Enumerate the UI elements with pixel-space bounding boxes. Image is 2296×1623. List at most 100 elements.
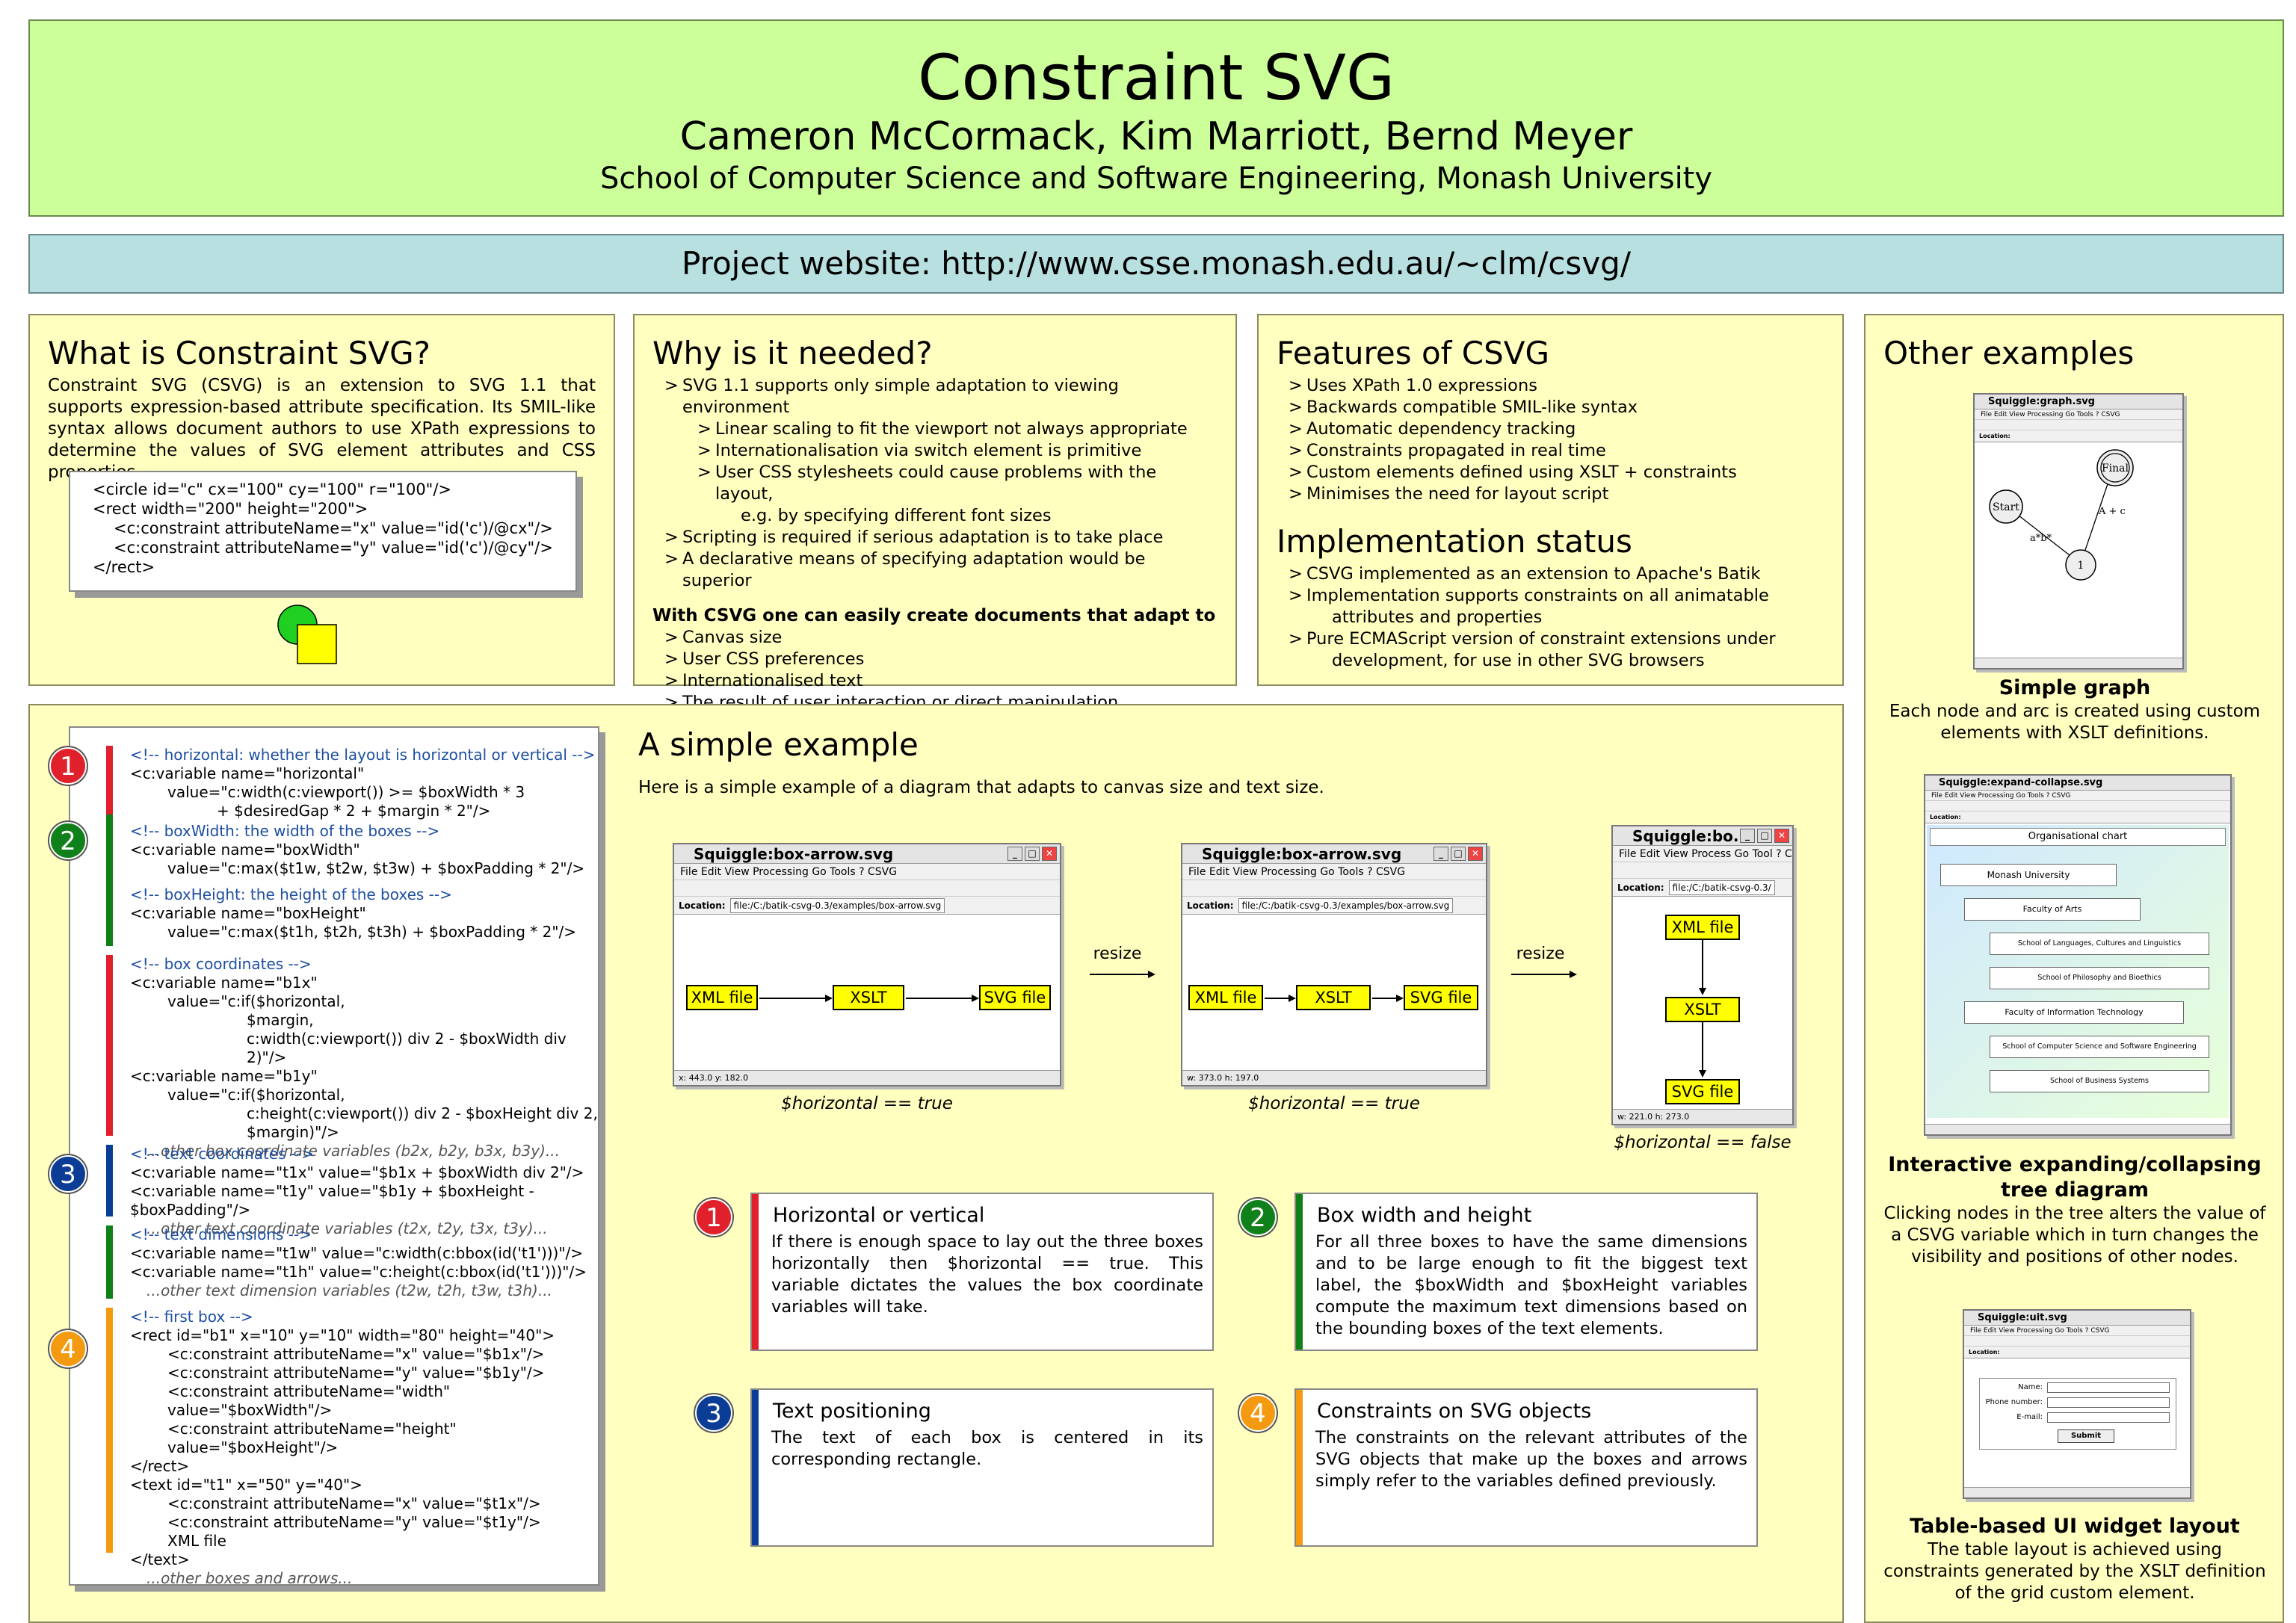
list-item: User CSS preferences [652,649,1218,670]
maximize-icon[interactable]: □ [1451,847,1466,861]
box-arrow-window-3: Squiggle:bo... _ □ ✕ File Edit View Proc… [1611,825,1794,1125]
window-status: x: 443.0 y: 182.0 [674,1070,1060,1085]
other-title: Other examples [1883,335,2135,371]
example-graph: Simple graph Each node and arc is create… [1883,676,2266,744]
maximize-icon[interactable]: □ [1757,829,1772,843]
list-item: Implementation supports constraints on a… [1277,585,1824,628]
graph-window: Squiggle:graph.svg File Edit View Proces… [1973,393,2184,670]
tree-node[interactable]: School of Philosophy and Bioethics [1990,967,2209,989]
window-location: Location:file:/C:/batik-csvg-0.3/ [1613,879,1792,897]
graph-arc-label: a*b* [2030,533,2052,544]
code-block-1: <!-- horizontal: whether the layout is h… [106,746,598,820]
note-text: The constraints on the relevant attribut… [1315,1427,1747,1491]
note-title: Text positioning [773,1400,931,1423]
close-icon[interactable]: ✕ [1774,829,1789,843]
other-panel: Other examples Squiggle:graph.svg File E… [1864,314,2284,1623]
why-title: Why is it needed? [652,335,933,371]
why-list-2: Canvas size User CSS preferences Interna… [652,627,1218,714]
code-block-5: <!-- text dimensions --> <c:variable nam… [106,1217,598,1299]
features-panel: Features of CSVG Uses XPath 1.0 expressi… [1257,314,1844,686]
example-title: Interactive expanding/collapsing tree di… [1888,1153,2262,1202]
close-icon[interactable]: ✕ [1042,847,1057,861]
tree-node[interactable]: School of Computer Science and Software … [1990,1036,2209,1058]
tree-window: Squiggle:expand-collapse.svg File Edit V… [1924,774,2232,1136]
window-location: Location: [1975,430,2182,442]
note-text: For all three boxes to have the same dim… [1315,1231,1747,1338]
list-item-continued: attributes and properties [1332,608,1543,628]
circle-rect-illustration [277,605,337,664]
field-label: Name: [2018,1383,2043,1391]
tree-node[interactable]: School of Languages, Cultures and Lingui… [1990,933,2209,955]
list-item: Internationalisation via switch element … [652,440,1218,462]
list-item: Pure ECMAScript version of constraint ex… [1277,628,1824,672]
phone-input[interactable] [2047,1397,2170,1408]
graph-node-final: Final [2102,463,2129,474]
minimize-icon[interactable]: _ [1434,847,1448,861]
uit-window: Squiggle:uit.svg File Edit View Processi… [1963,1309,2191,1499]
example-tree: Interactive expanding/collapsing tree di… [1883,1152,2266,1268]
code-line: <c:constraint attributeName="x" value="i… [114,519,553,537]
simple-intro: Here is a simple example of a diagram th… [638,778,1324,797]
project-website[interactable]: Project website: http://www.csse.monash.… [28,234,2284,294]
list-item: Linear scaling to fit the viewport not a… [652,418,1218,440]
code-block-4: <!-- text coordinates --> <c:variable na… [106,1136,598,1237]
close-icon[interactable]: ✕ [1468,847,1483,861]
resize-label: resize [1093,945,1142,963]
window-menu: File Edit View Processing Go Tools ? CSV… [1182,864,1486,880]
window-location: Location: [1925,812,2230,823]
note-title: Box width and height [1317,1204,1532,1227]
poster-header: Constraint SVG Cameron McCormack, Kim Ma… [28,19,2284,217]
tree-node[interactable]: School of Business Systems [1990,1070,2209,1092]
note-text: If there is enough space to lay out the … [771,1231,1203,1317]
minimize-icon[interactable]: _ [1007,847,1022,861]
email-input[interactable] [2047,1412,2170,1423]
code-line: <rect width="200" height="200"> [93,500,368,518]
why-subtitle: With CSVG one can easily create document… [652,606,1216,626]
list-item-continued: development, for use in other SVG browse… [1332,651,1705,671]
note-number-2: 2 [1239,1199,1277,1236]
example-desc: Each node and arc is created using custo… [1889,702,2261,743]
note-3: Text positioning The text of each box is… [750,1388,1214,1547]
what-panel: What is Constraint SVG? Constraint SVG (… [28,314,615,686]
step-number-1: 1 [49,747,87,785]
example-uit: Table-based UI widget layout The table l… [1883,1514,2266,1604]
maximize-icon[interactable]: □ [1025,847,1040,861]
impl-title: Implementation status [1277,523,1632,560]
tree-canvas: Organisational chart Monash University F… [1927,825,2229,1118]
note-2: Box width and height For all three boxes… [1294,1193,1758,1351]
list-item: Constraints propagated in real time [1277,440,1824,462]
window-status: w: 373.0 h: 197.0 [1182,1070,1486,1085]
list-item-text: Implementation supports constraints on a… [1306,586,1769,606]
window-menu: File Edit View Process Go Tool ? CSV [1613,846,1792,862]
xslt-box: XSLT [833,985,904,1010]
tree-node[interactable]: Faculty of Arts [1964,898,2141,921]
caption-vertical: $horizontal == false [1614,1133,1792,1152]
list-item: Canvas size [652,627,1218,649]
graph-arc-label: A + c [2098,506,2126,517]
window-title: Squiggle:expand-collapse.svg [1925,776,2230,791]
list-item: Uses XPath 1.0 expressions [1277,375,1824,397]
features-title: Features of CSVG [1277,335,1550,371]
tree-node[interactable]: Faculty of Information Technology [1964,1001,2184,1024]
list-item-text: User CSS stylesheets could cause problem… [715,463,1157,504]
minimize-icon[interactable]: _ [1740,829,1755,843]
svg-file-box: SVG file [979,985,1051,1010]
example-title: Table-based UI widget layout [1910,1515,2240,1538]
code-line: <c:constraint attributeName="y" value="i… [114,539,553,557]
resize-arrow [1090,971,1155,978]
poster-affiliation: School of Computer Science and Software … [599,161,1713,197]
name-input[interactable] [2047,1382,2170,1393]
list-item-continued: e.g. by specifying different font sizes [741,506,1052,526]
step-number-4: 4 [49,1330,87,1367]
code-block-6: <!-- first box --> <rect id="b1" x="10" … [106,1299,598,1587]
note-title: Horizontal or vertical [773,1204,985,1227]
window-status [1925,1124,2230,1134]
simple-title: A simple example [638,726,919,763]
what-code: <circle id="c" cx="100" cy="100" r="100"… [69,471,577,592]
arrows [759,995,979,1002]
note-1: Horizontal or vertical If there is enoug… [750,1193,1214,1351]
tree-node[interactable]: Monash University [1940,864,2117,886]
simple-example-panel: <!-- horizontal: whether the layout is h… [28,704,1844,1623]
submit-button[interactable]: Submit [2058,1429,2114,1443]
list-item: Custom elements defined using XSLT + con… [1277,462,1824,483]
